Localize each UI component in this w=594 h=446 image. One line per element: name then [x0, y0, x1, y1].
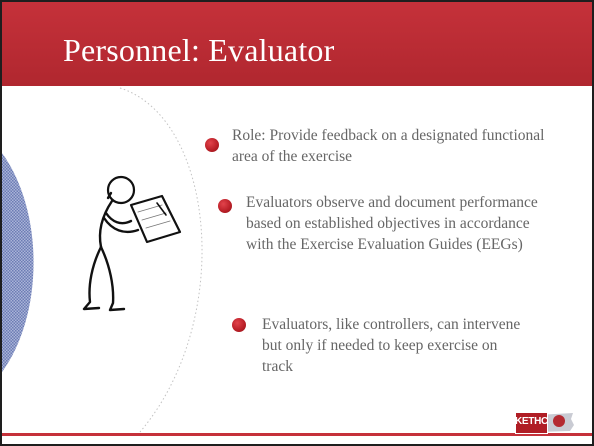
bullet-dot [218, 199, 232, 213]
bullet-dot [232, 318, 246, 332]
hatched-half-circle [2, 153, 34, 372]
logo-box [515, 412, 548, 434]
kethc-logo: KETHC [515, 409, 575, 435]
title-bar: Personnel: Evaluator [2, 2, 592, 86]
bullet-text-role: Role: Provide feedback on a designated f… [232, 127, 545, 165]
footer-line [2, 433, 592, 436]
slide-title: Personnel: Evaluator [63, 32, 335, 68]
bullet-text-intervene: Evaluators, like controllers, can interv… [262, 316, 521, 375]
decorative-dotted-arc [119, 87, 203, 433]
stick-figure-with-clipboard-icon [82, 175, 182, 312]
bullet-dot [205, 138, 219, 152]
bullet-text-observe: Evaluators observe and document performa… [246, 194, 538, 253]
logo-text: KETHC [515, 416, 548, 427]
